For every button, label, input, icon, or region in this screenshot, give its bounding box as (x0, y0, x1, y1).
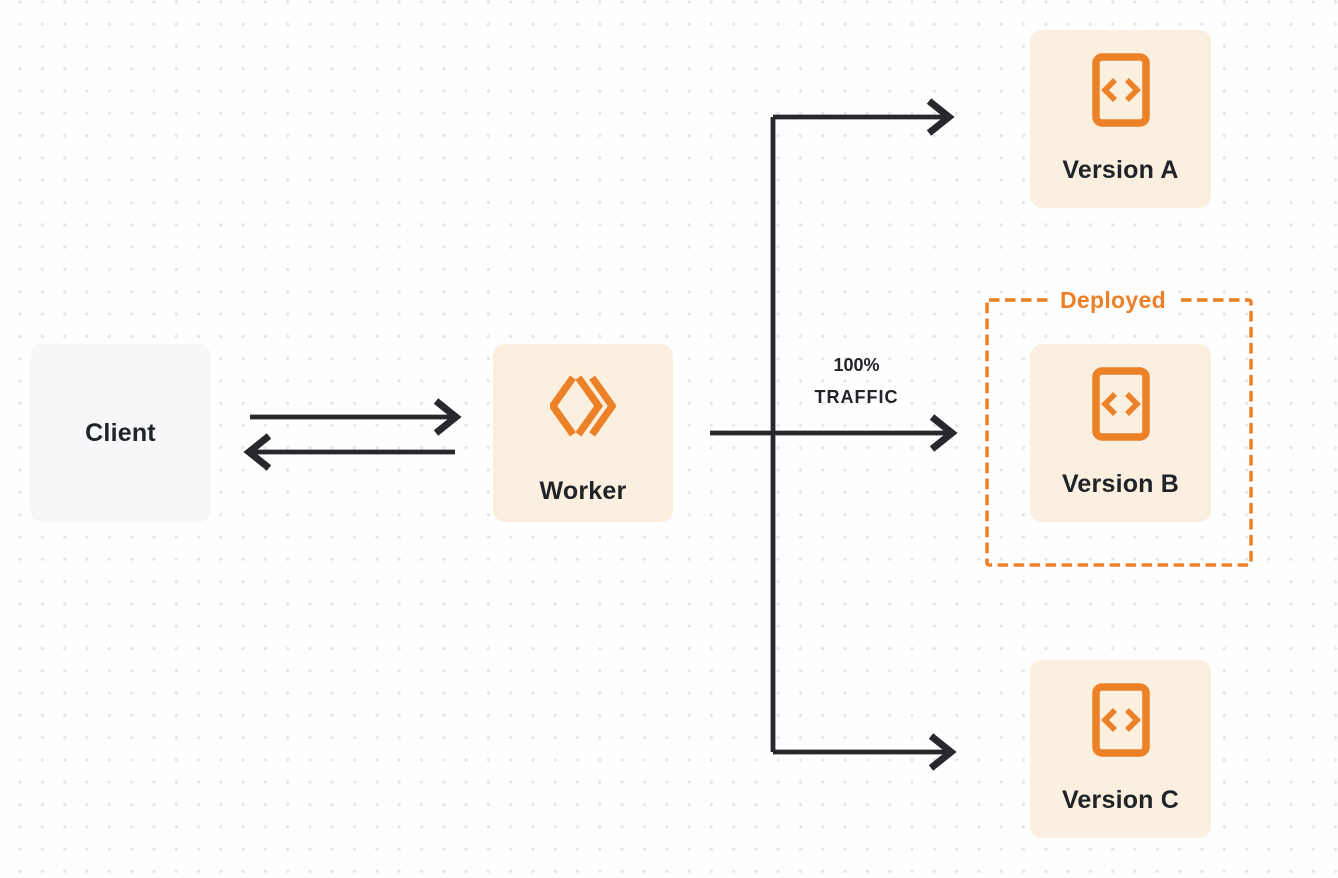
workers-logo-icon (550, 374, 616, 438)
node-version-b: Version B (1030, 344, 1211, 522)
code-file-icon (1091, 367, 1150, 441)
traffic-edge-label: 100% TRAFFIC (786, 349, 927, 413)
arrowhead-to-version-c-icon (928, 733, 957, 771)
version-a-label: Version A (1062, 156, 1179, 184)
arrowhead-right-to-worker-icon (433, 398, 462, 436)
arrowhead-left-to-client-icon (243, 433, 272, 471)
traffic-percent-text: 100% (833, 355, 880, 375)
code-file-icon (1091, 683, 1150, 757)
code-file-icon (1091, 53, 1150, 127)
node-worker: Worker (493, 344, 673, 522)
client-label: Client (85, 419, 156, 447)
node-version-a: Version A (1030, 30, 1211, 208)
traffic-word-text: TRAFFIC (814, 387, 899, 407)
arrowhead-to-version-a-icon (926, 98, 955, 136)
arrowhead-to-version-b-icon (929, 414, 958, 452)
node-client: Client (30, 344, 211, 522)
node-version-c: Version C (1030, 660, 1211, 838)
version-c-label: Version C (1061, 786, 1180, 814)
worker-label: Worker (539, 477, 627, 505)
deployed-badge: Deployed (1048, 286, 1178, 315)
version-b-label: Version B (1061, 470, 1180, 498)
